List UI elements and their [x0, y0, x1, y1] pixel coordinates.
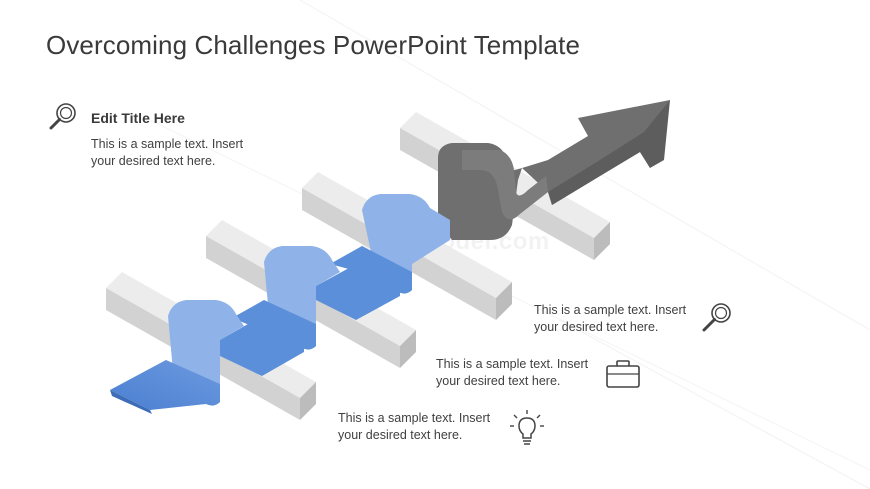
callout-body: This is a sample text. Insert your desir…: [91, 136, 243, 170]
callout-text-1: This is a sample text. Insert your desir…: [534, 302, 686, 336]
callout-line-2: your desired text here.: [436, 374, 561, 388]
callout-line-1: This is a sample text. Insert: [534, 303, 687, 317]
callout-text-3: This is a sample text. Insert your desir…: [338, 410, 490, 444]
magnifier-icon: [698, 301, 734, 340]
lightbulb-icon: [508, 408, 546, 453]
callout-line-1: This is a sample text. Insert: [436, 357, 589, 371]
callout-line-2: your desired text here.: [534, 320, 659, 334]
slide-title: Overcoming Challenges PowerPoint Templat…: [46, 30, 581, 60]
callout-line-2: your desired text here.: [338, 428, 463, 442]
progress-arrow: [438, 100, 670, 240]
magnifier-icon: [46, 100, 80, 139]
callout-text-2: This is a sample text. Insert your desir…: [436, 356, 588, 390]
briefcase-icon: [604, 358, 642, 395]
callout-line-1: This is a sample text. Insert: [338, 411, 491, 425]
ribbon-segment-1: [110, 300, 304, 414]
callout-line-1: This is a sample text. Insert: [91, 137, 244, 151]
callout-heading: Edit Title Here: [91, 110, 185, 126]
callout-line-2: your desired text here.: [91, 154, 216, 168]
